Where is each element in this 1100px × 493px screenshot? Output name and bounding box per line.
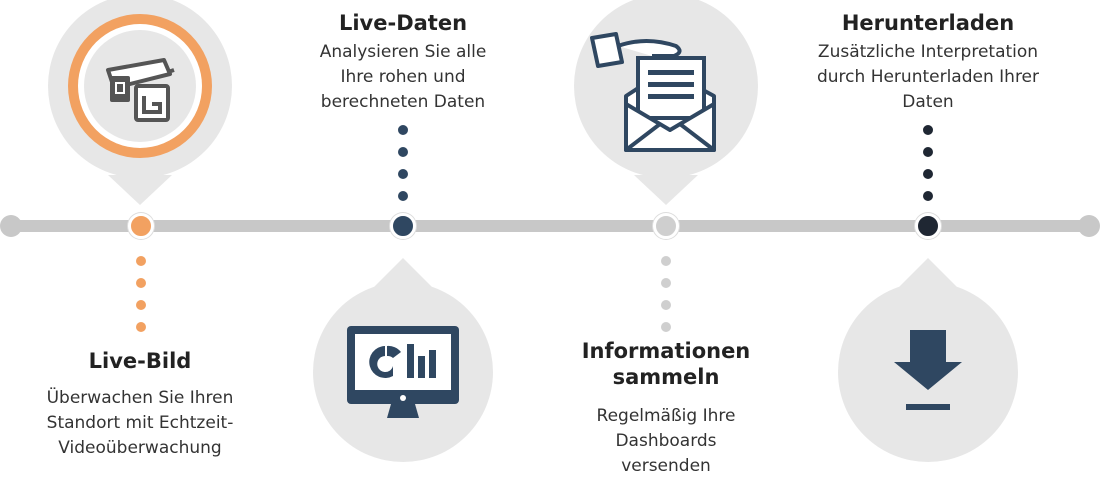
step-desc-herunterladen: Zusätzliche Interpretation durch Herunte… (816, 42, 1040, 112)
timeline-end-dot (1078, 215, 1100, 237)
envelope-letter-icon (590, 32, 716, 152)
step-desc-live-bild: Überwachen Sie Ihren Standort mit Echtze… (46, 388, 234, 458)
timeline-node-informationen (653, 213, 679, 239)
bubble-live-bild (48, 0, 232, 205)
timeline-node-live-bild (128, 213, 154, 239)
timeline-node-herunterladen (915, 213, 941, 239)
bubble-live-daten (313, 258, 493, 462)
step-desc-informationen: Regelmäßig Ihre Dashboards versenden (596, 406, 736, 476)
step-title-live-bild: Live-Bild (88, 349, 192, 373)
step-title-informationen: Informationen sammeln (581, 339, 751, 389)
bubble-informationen (574, 0, 758, 205)
monitor-chart-icon (347, 326, 459, 418)
step-title-live-daten: Live-Daten (338, 11, 468, 35)
bubble-herunterladen (838, 258, 1018, 462)
timeline-line (10, 220, 1090, 232)
timeline-start-dot (0, 215, 22, 237)
download-icon (894, 330, 962, 410)
step-title-herunterladen: Herunterladen (841, 11, 1015, 35)
timeline-node-live-daten (390, 213, 416, 239)
step-desc-live-daten: Analysieren Sie alle Ihre rohen und bere… (319, 42, 487, 112)
security-camera-icon (106, 58, 175, 122)
